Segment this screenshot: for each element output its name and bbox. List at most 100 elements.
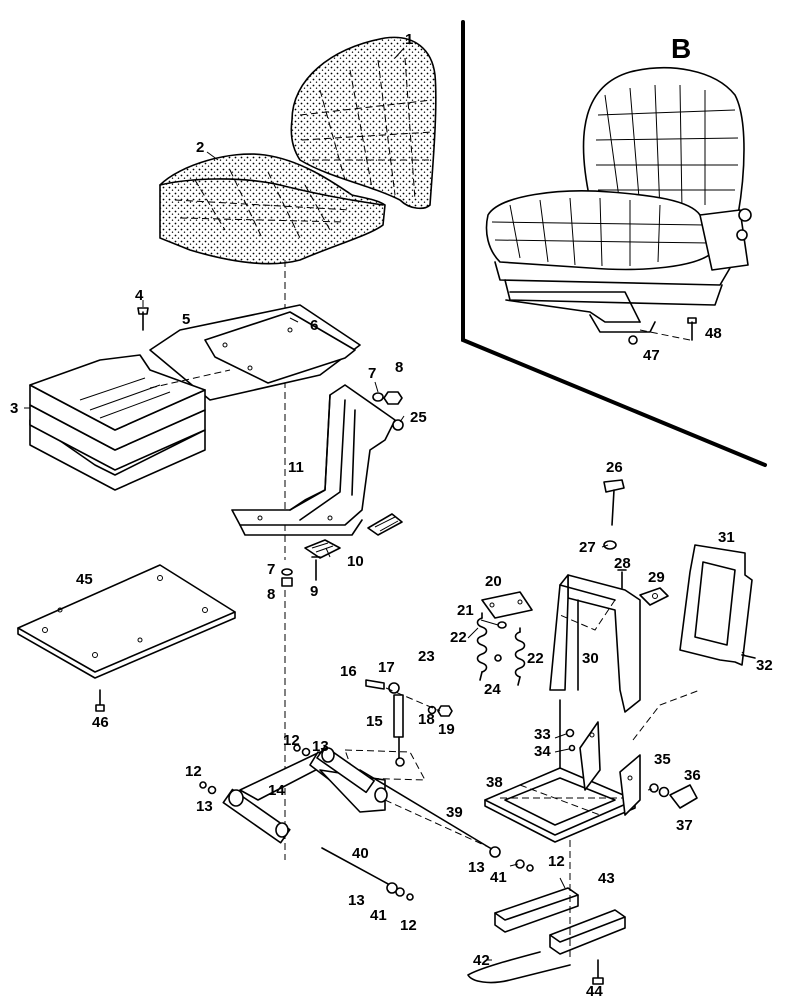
part-1-backrest-cushion [290,36,437,210]
callout-38: 38 [486,774,503,791]
callout-47: 47 [643,347,660,364]
callout-25: 25 [410,409,427,426]
part-12-13-washers-left [199,781,217,795]
callout-43: 43 [598,870,615,887]
leader-lines [24,47,746,961]
callout-2: 2 [196,139,204,156]
callout-29: 29 [648,569,665,586]
callout-14: 14 [268,782,285,799]
callout-19: 19 [438,721,455,738]
callout-12-lower: 12 [400,917,417,934]
inset-label-b: B [671,33,691,64]
callout-39: 39 [446,804,463,821]
part-7-washer-top [372,392,384,402]
callout-12-left: 12 [185,763,202,780]
part-24-washer [494,654,502,662]
part-46-screw [95,689,105,712]
part-27-washer [603,540,617,550]
callout-22-left: 22 [450,629,467,646]
damper-axis [385,687,441,712]
callout-12-top: 12 [283,732,300,749]
callout-40: 40 [352,845,369,862]
part-28-screw [617,569,627,589]
callout-16: 16 [340,663,357,680]
inset-frame [461,20,767,467]
callout-8-top: 8 [395,359,403,376]
part-39-rod [359,769,491,849]
callout-15: 15 [366,713,383,730]
part-7-washer-lower [281,568,293,576]
part-2-seat-cushion [159,153,386,265]
part-10-slide-pads [304,513,403,559]
part-31-panel [679,544,753,666]
part-29-bracket [639,587,669,606]
part-6-plate [204,311,356,384]
callout-11: 11 [288,459,304,476]
part-11-seat-frame [231,384,404,536]
callout-31: 31 [718,529,735,546]
part-19-nut [437,705,453,717]
callout-13-left: 13 [196,798,213,815]
callout-3: 3 [10,400,18,417]
part-43-rails [494,887,626,955]
callout-7-top: 7 [368,365,376,382]
callout-41-right: 41 [490,869,507,886]
callout-8-lower: 8 [267,586,275,603]
callout-35: 35 [654,751,671,768]
part-26-knob-bolt [603,479,625,526]
callout-9: 9 [310,583,318,600]
part-14-scissor-arm [222,745,426,844]
part-8-nut-lower [281,577,293,587]
part-13-41-12-lower-left [386,882,414,901]
callout-12-right: 12 [548,853,565,870]
callout-46: 46 [92,714,109,731]
callout-36: 36 [684,767,701,784]
callout-10: 10 [347,553,364,570]
part-22-spring-left [476,612,488,681]
callout-45: 45 [76,571,93,588]
callout-48: 48 [705,325,722,342]
part-18-washer [427,705,437,715]
inset-b-text: B [671,33,691,64]
callout-33: 33 [534,726,551,743]
callout-17: 17 [378,659,395,676]
callout-34: 34 [534,743,551,760]
callout-28: 28 [614,555,631,572]
callout-30: 30 [582,650,599,667]
part-3-cover-stack [29,354,231,491]
part-8-nut-top [383,391,403,405]
part-42-handle [467,951,571,984]
callout-32: 32 [756,657,773,674]
callout-22-right: 22 [527,650,544,667]
callout-1: 1 [405,31,413,48]
callout-4: 4 [135,287,144,304]
part-35-36-37-knob [649,783,698,809]
callout-27: 27 [579,539,596,556]
callout-18: 18 [418,711,435,728]
callout-13-lower: 13 [348,892,365,909]
part-21-pin [497,621,507,629]
part-32-pin [741,654,756,659]
callout-44: 44 [586,983,603,1000]
callout-13-top: 13 [312,738,329,755]
callout-7-lower: 7 [267,561,275,578]
callout-20: 20 [485,573,502,590]
part-4-screw [137,307,149,331]
part-45-base-plate [17,564,236,679]
callout-24: 24 [484,681,501,698]
callout-23: 23 [418,648,435,665]
callout-13-right: 13 [468,859,485,876]
callout-6: 6 [310,317,318,334]
part-15-shock-absorber [393,694,405,767]
callout-37: 37 [676,817,693,834]
part-17-washer [388,682,400,694]
callout-26: 26 [606,459,623,476]
callout-41-lower: 41 [370,907,387,924]
part-12-13-washers-top [293,744,311,757]
assembled-seat-illustration [485,67,752,345]
rod-axis [384,799,496,851]
callout-42: 42 [473,952,490,969]
callout-labels: 1 2 3 4 5 6 7 8 25 11 10 7 8 9 45 46 26 … [10,31,773,1000]
